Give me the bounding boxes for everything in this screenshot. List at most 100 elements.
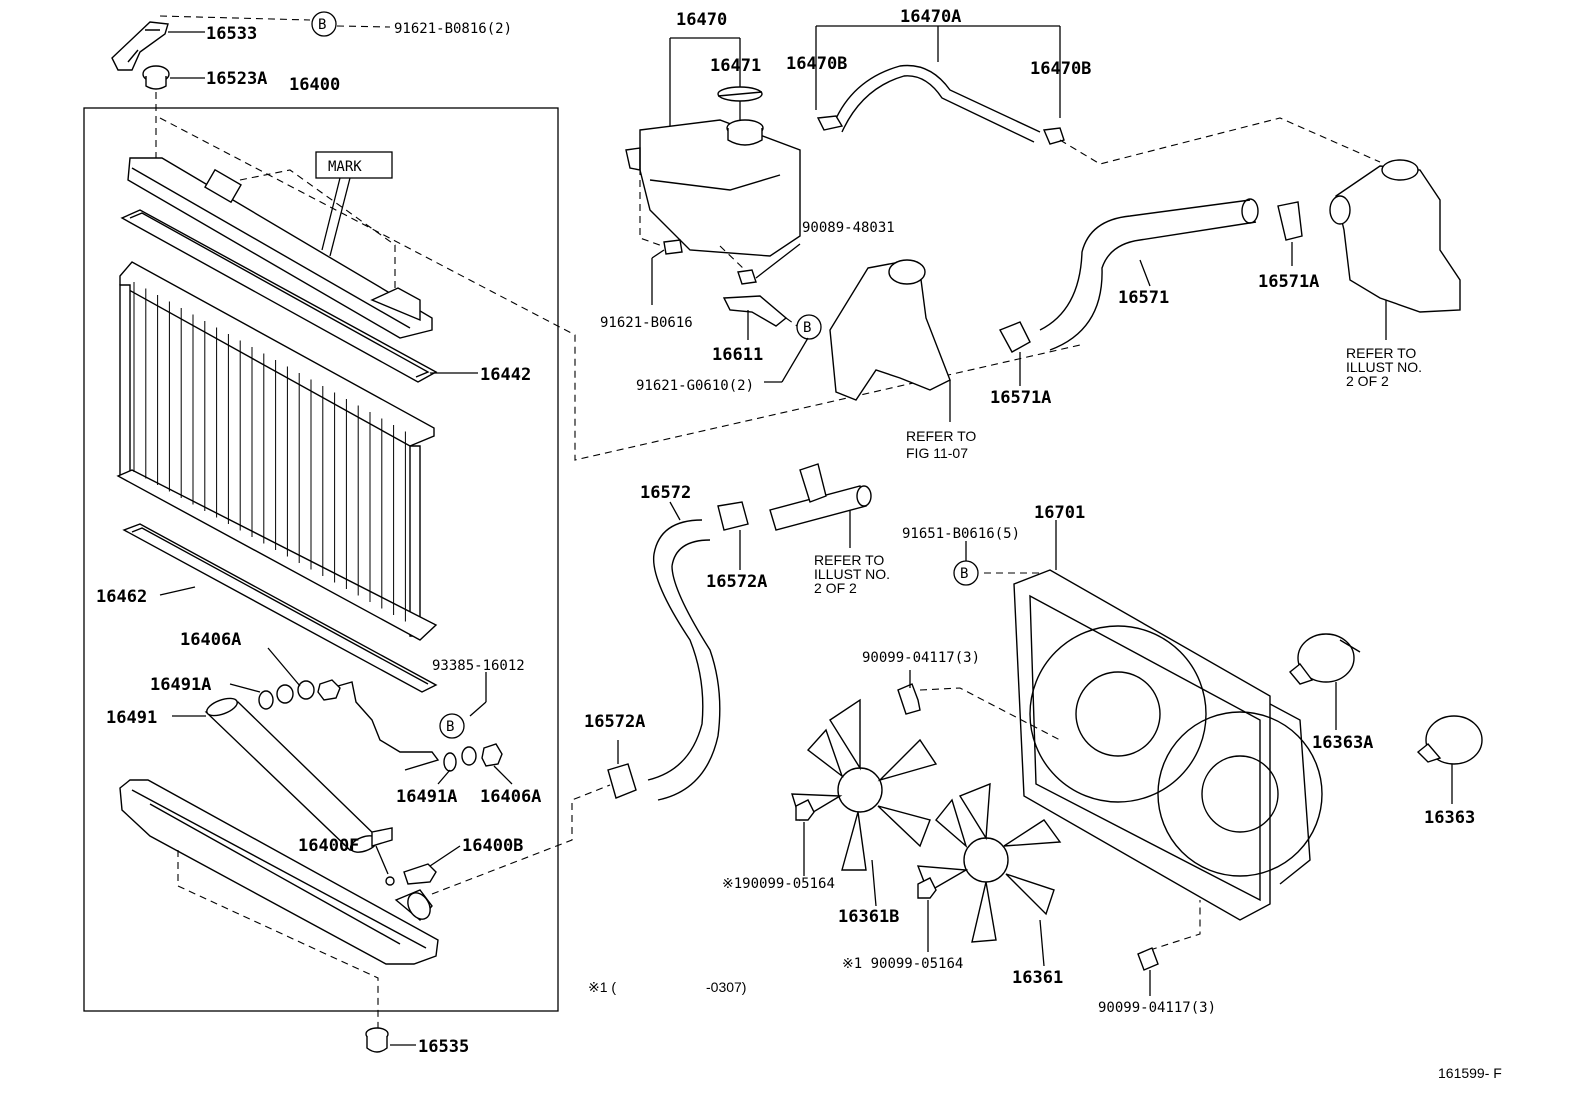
- radiator-assembly-frame: [83, 107, 559, 1012]
- bolt-91621-B0616: [663, 239, 683, 255]
- clamp-16571A-right: [1277, 201, 1303, 241]
- label-16470B-right: 16470B: [1030, 59, 1091, 79]
- label-93385-16012: 93385-16012: [432, 658, 525, 674]
- fan-16361B: [791, 698, 938, 871]
- label-refer-fig-1: REFER TO: [906, 428, 976, 444]
- label-refer-illust-top-1: REFER TO: [1346, 345, 1416, 361]
- label-refer-illust-mid-2: ILLUST NO.: [814, 566, 890, 582]
- reservoir-cap-16471: [717, 86, 763, 102]
- label-16572A-top: 16572A: [706, 572, 767, 592]
- label-16470B-left: 16470B: [786, 54, 847, 74]
- label-16470A: 16470A: [900, 7, 961, 27]
- svg-text:B: B: [318, 17, 326, 33]
- nut-16406A-top: [317, 679, 341, 701]
- hose-16572: [647, 519, 704, 781]
- label-16701: 16701: [1034, 503, 1085, 523]
- label-16400F: 16400F: [298, 836, 359, 856]
- fan-shroud-16701: [1013, 569, 1323, 921]
- label-90099-04117-bot: 90099-04117(3): [1098, 1000, 1216, 1016]
- label-90099-04117-top: 90099-04117(3): [862, 650, 980, 666]
- label-16572A-bot: 16572A: [584, 712, 645, 732]
- label-16491A-bot: 16491A: [396, 787, 457, 807]
- drain-cock-16400B: [403, 863, 437, 885]
- label-refer-illust-mid-3: 2 OF 2: [814, 580, 857, 596]
- washer-16491A-bot: [443, 752, 457, 772]
- label-16442: 16442: [480, 365, 531, 385]
- motor-16363A: [1289, 633, 1361, 685]
- label-16361: 16361: [1012, 968, 1063, 988]
- bolt-90099-04117-top: [897, 683, 921, 715]
- oil-cooler-16491: [204, 697, 393, 853]
- label-16471: 16471: [710, 56, 761, 76]
- label-16533: 16533: [206, 24, 257, 44]
- clamp-16572A-top: [717, 501, 749, 531]
- label-refer-fig-2: FIG 11-07: [906, 445, 968, 461]
- label-16523A: 16523A: [206, 69, 267, 89]
- plug-16400F: [385, 876, 395, 886]
- callout-b-93385: B: [439, 713, 465, 739]
- grommet-90089: [737, 269, 757, 285]
- washer-16491A-top: [258, 690, 274, 710]
- clip-16470B-right: [1042, 127, 1065, 145]
- bolt-90099-04117-bot: [1137, 947, 1159, 971]
- clip-16470B-left: [816, 115, 844, 131]
- label-16571A-right: 16571A: [1258, 272, 1319, 292]
- upper-tank: [127, 157, 433, 339]
- label-16611: 16611: [712, 345, 763, 365]
- reservoir-tank-16470: [625, 119, 801, 257]
- label-90099-05164-left: ※190099-05164: [722, 876, 835, 892]
- radiator-core: [116, 261, 438, 641]
- cushion-16535: [365, 1027, 389, 1053]
- hose-16571: [1039, 199, 1251, 331]
- label-91621-B0816: 91621-B0816(2): [394, 21, 512, 37]
- label-16470: 16470: [676, 10, 727, 30]
- bracket-16611: [722, 295, 788, 327]
- label-16406A-top: 16406A: [180, 630, 241, 650]
- label-16462: 16462: [96, 587, 147, 607]
- label-16361B: 16361B: [838, 907, 899, 927]
- overflow-hose-16470A: [831, 64, 1041, 133]
- label-16400: 16400: [289, 75, 340, 95]
- footnote-range: -0307): [706, 979, 746, 995]
- label-16363: 16363: [1424, 808, 1475, 828]
- motor-16363: [1416, 715, 1483, 765]
- label-90099-05164-bot: ※1 90099-05164: [842, 956, 963, 972]
- water-outlet: [1329, 159, 1461, 313]
- clamp-16571A-left: [999, 321, 1031, 353]
- label-90089-48031: 90089-48031: [802, 220, 895, 236]
- label-16572: 16572: [640, 483, 691, 503]
- label-91621-B0616: 91621-B0616: [600, 315, 693, 331]
- label-refer-illust-top-2: ILLUST NO.: [1346, 359, 1422, 375]
- callout-b-top: B: [311, 11, 337, 37]
- water-pipe: [769, 463, 872, 531]
- label-91651-B0616: 91651-B0616(5): [902, 526, 1020, 542]
- label-refer-illust-mid-1: REFER TO: [814, 552, 884, 568]
- label-91621-G0610: 91621-G0610(2): [636, 378, 754, 394]
- svg-text:B: B: [960, 566, 968, 582]
- label-refer-illust-top-3: 2 OF 2: [1346, 373, 1389, 389]
- nut-16406A-bot: [481, 743, 503, 767]
- mark-box: [315, 151, 393, 179]
- label-16571: 16571: [1118, 288, 1169, 308]
- label-mark: MARK: [328, 159, 362, 175]
- footnote-mark: ※1 (: [588, 979, 616, 995]
- engine-mount-bracket: [829, 259, 951, 401]
- label-16406A-bot: 16406A: [480, 787, 541, 807]
- label-16535: 16535: [418, 1037, 469, 1057]
- clamp-16572A-bot: [607, 763, 637, 799]
- label-16400B: 16400B: [462, 836, 523, 856]
- gasket-upper-16442: [120, 209, 438, 383]
- svg-text:B: B: [446, 719, 454, 735]
- lower-tank: [119, 779, 439, 965]
- callout-b-91651: B: [953, 560, 979, 586]
- nut-90099-05164-bot: [917, 877, 937, 899]
- label-16363A: 16363A: [1312, 733, 1373, 753]
- bracket-16533: [111, 21, 169, 71]
- svg-text:B: B: [803, 320, 811, 336]
- fan-16361: [916, 782, 1062, 943]
- label-16491: 16491: [106, 708, 157, 728]
- label-16571A-left: 16571A: [990, 388, 1051, 408]
- gasket-lower-16462: [122, 523, 438, 693]
- nut-90099-05164-left: [795, 799, 815, 821]
